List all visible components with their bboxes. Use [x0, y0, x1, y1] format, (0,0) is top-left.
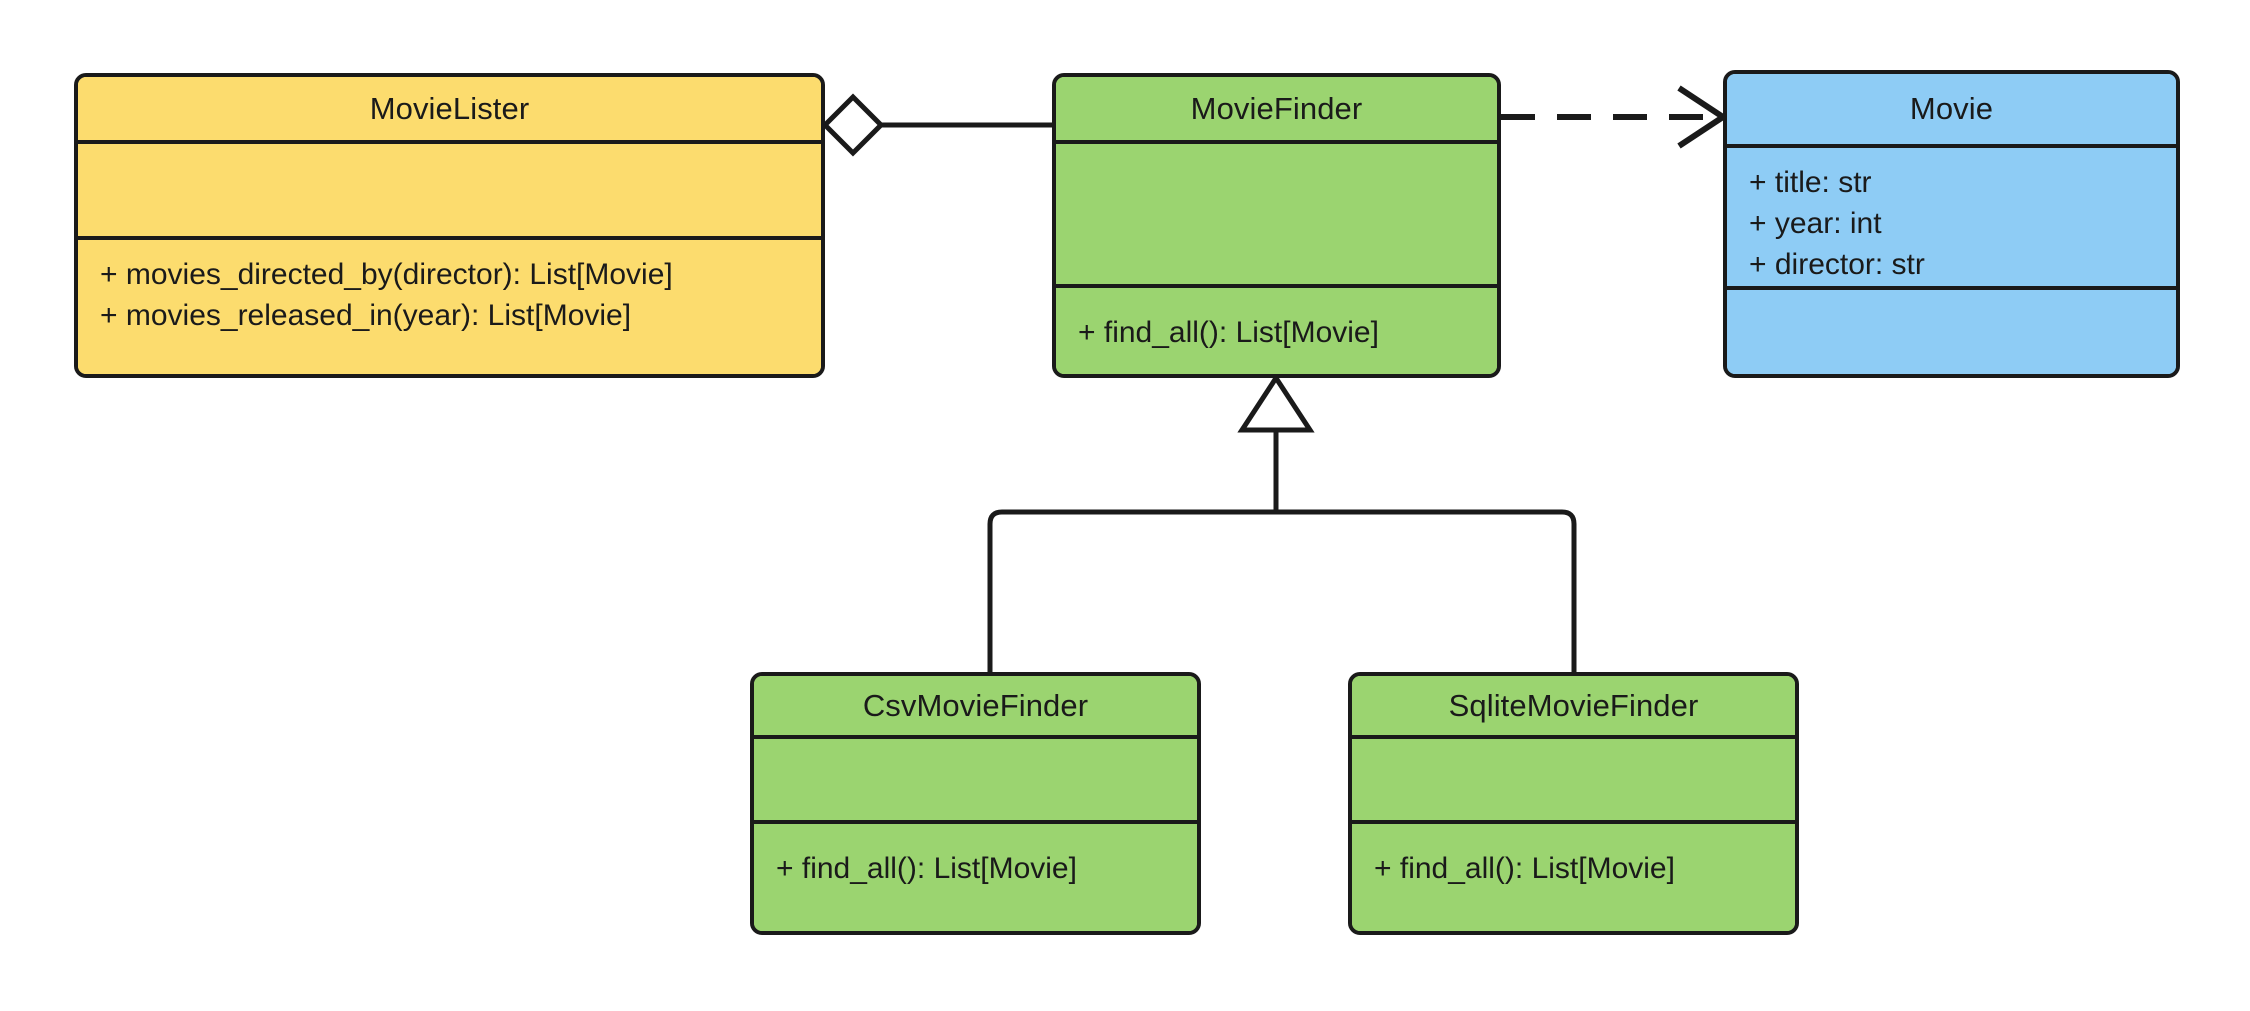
- class-name-movie: Movie: [1727, 74, 2176, 144]
- hollow-triangle-marker: [1237, 373, 1315, 433]
- methods-compartment-csvmoviefinder: + find_all(): List[Movie]: [754, 820, 1197, 931]
- class-box-moviefinder[interactable]: MovieFinder + find_all(): List[Movie]: [1052, 73, 1501, 378]
- class-name-movielister: MovieLister: [78, 77, 821, 140]
- open-arrowhead-marker: [1677, 85, 1729, 149]
- class-name-sqlitemoviefinder: SqliteMovieFinder: [1352, 676, 1795, 735]
- hollow-diamond-marker: [821, 93, 885, 157]
- attributes-compartment-csvmoviefinder: [754, 735, 1197, 820]
- method-item: + movies_directed_by(director): List[Mov…: [100, 258, 673, 291]
- class-box-csvmoviefinder[interactable]: CsvMovieFinder + find_all(): List[Movie]: [750, 672, 1201, 935]
- class-box-movie[interactable]: Movie + title: str + year: int + directo…: [1723, 70, 2180, 378]
- attributes-compartment-movie: + title: str + year: int + director: str: [1727, 144, 2176, 286]
- methods-compartment-movie: [1727, 286, 2176, 374]
- edge-aggregation-movielister-moviefinder: [821, 93, 1052, 157]
- method-item: + movies_released_in(year): List[Movie]: [100, 299, 632, 332]
- method-item: + find_all(): List[Movie]: [1078, 316, 1379, 349]
- edge-generalization-tree: [987, 373, 1577, 672]
- method-item: + find_all(): List[Movie]: [776, 852, 1077, 885]
- attributes-compartment-moviefinder: [1056, 140, 1497, 284]
- attributes-compartment-sqlitemoviefinder: [1352, 735, 1795, 820]
- generalization-branch-sqlite: [1276, 509, 1577, 672]
- class-box-sqlitemoviefinder[interactable]: SqliteMovieFinder + find_all(): List[Mov…: [1348, 672, 1799, 935]
- edge-dependency-moviefinder-movie: [1501, 85, 1729, 149]
- methods-compartment-moviefinder: + find_all(): List[Movie]: [1056, 284, 1497, 374]
- class-name-csvmoviefinder: CsvMovieFinder: [754, 676, 1197, 735]
- attribute-item: + year: int: [1749, 207, 1882, 240]
- methods-compartment-movielister: + movies_directed_by(director): List[Mov…: [78, 236, 821, 374]
- attributes-compartment-movielister: [78, 140, 821, 236]
- attribute-item: + title: str: [1749, 166, 1872, 199]
- class-box-movielister[interactable]: MovieLister + movies_directed_by(directo…: [74, 73, 825, 378]
- attribute-item: + director: str: [1749, 248, 1925, 281]
- class-name-moviefinder: MovieFinder: [1056, 77, 1497, 140]
- methods-compartment-sqlitemoviefinder: + find_all(): List[Movie]: [1352, 820, 1795, 931]
- generalization-branch-csv: [987, 509, 1276, 672]
- method-item: + find_all(): List[Movie]: [1374, 852, 1675, 885]
